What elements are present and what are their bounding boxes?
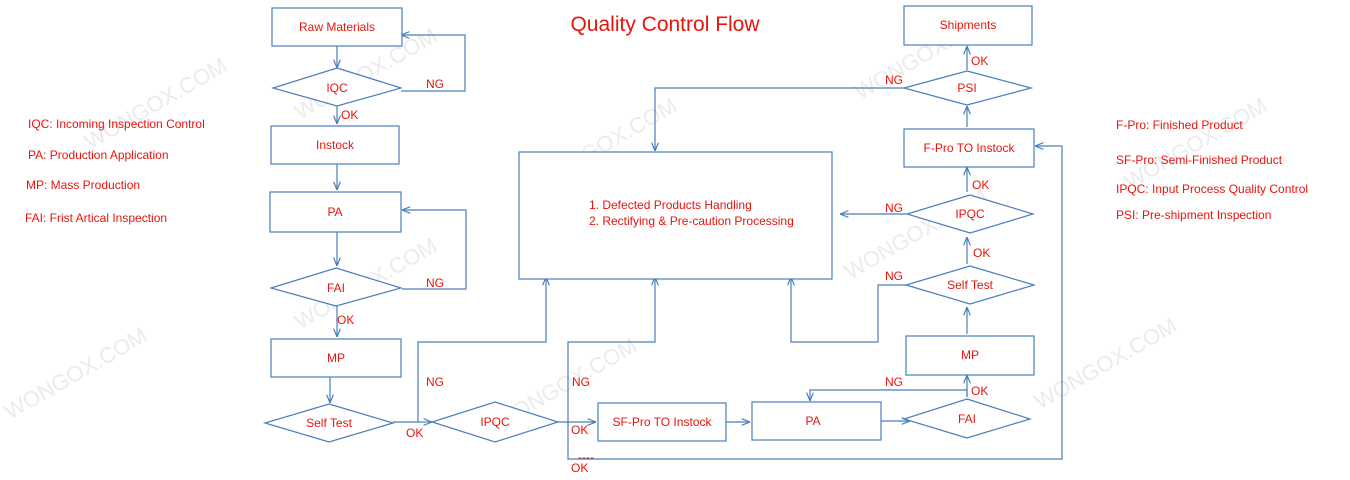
legend-item: MP: Mass Production bbox=[26, 178, 140, 192]
node-sf-pro-instock: SF-Pro TO Instock bbox=[597, 402, 727, 442]
edge-selftest-right-ng bbox=[791, 277, 907, 343]
edge-label-ok: OK bbox=[972, 178, 989, 192]
legend-right: F-Pro: Finished Product SF-Pro: Semi-Fin… bbox=[1116, 118, 1308, 222]
node-self-test-left: Self Test bbox=[262, 403, 396, 443]
node-label: IPQC bbox=[955, 207, 985, 221]
node-raw-materials: Raw Materials bbox=[271, 7, 403, 47]
legend-item: PSI: Pre-shipment Inspection bbox=[1116, 208, 1271, 222]
node-ipqc-bottom: IPQC bbox=[430, 401, 560, 443]
legend-item: SF-Pro: Semi-Finished Product bbox=[1116, 153, 1283, 167]
legend-item: PA: Production Application bbox=[28, 148, 169, 162]
edge-label-dots: ---- bbox=[578, 450, 594, 464]
node-shipments: Shipments bbox=[903, 5, 1033, 46]
node-label: SF-Pro TO Instock bbox=[613, 415, 713, 429]
edge-label-ng: NG bbox=[426, 77, 444, 91]
edge-label-ok: OK bbox=[337, 313, 354, 327]
edge-label-ng: NG bbox=[426, 276, 444, 290]
edge-label-ok: OK bbox=[406, 426, 423, 440]
node-label: Self Test bbox=[947, 278, 993, 292]
node-mp-right: MP bbox=[905, 335, 1035, 376]
node-pa-left: PA bbox=[269, 191, 402, 233]
node-f-pro-instock: F-Pro TO Instock bbox=[903, 128, 1035, 168]
node-label: IPQC bbox=[480, 415, 510, 429]
edge-label-ok: OK bbox=[971, 384, 988, 398]
edge-label-ok: OK bbox=[971, 54, 988, 68]
node-label: PA bbox=[805, 414, 820, 428]
node-label: FAI bbox=[958, 412, 976, 426]
node-iqc: IQC bbox=[270, 67, 404, 107]
node-label: MP bbox=[961, 348, 979, 362]
edge-label-ng: NG bbox=[885, 201, 903, 215]
legend-item: F-Pro: Finished Product bbox=[1116, 118, 1243, 132]
node-label: FAI bbox=[327, 281, 345, 295]
node-pa-bottom: PA bbox=[751, 401, 882, 441]
watermark: WONGOX.COM bbox=[1030, 313, 1181, 415]
edge-label-ng: NG bbox=[885, 375, 903, 389]
edge-label-ok: OK bbox=[571, 461, 588, 475]
edge-label-ok: OK bbox=[973, 246, 990, 260]
edge-iqc-ng-loop bbox=[401, 35, 466, 92]
node-label: Self Test bbox=[306, 416, 352, 430]
handling-line-1: 1. Defected Products Handling bbox=[589, 198, 752, 212]
edge-ipqc-ng bbox=[567, 277, 655, 435]
node-instock: Instock bbox=[270, 125, 400, 165]
edge-labels: NG OK NG OK NG OK NG OK ---- OK NG OK NG… bbox=[337, 54, 990, 475]
edge-label-ng: NG bbox=[885, 269, 903, 283]
edge-label-ng: NG bbox=[572, 375, 590, 389]
edge-selftest-ng bbox=[417, 277, 546, 422]
watermark: WONGOX.COM bbox=[80, 53, 231, 155]
handling-line-2: 2. Rectifying & Pre-caution Processing bbox=[589, 214, 794, 228]
diagram-title: Quality Control Flow bbox=[570, 13, 760, 36]
watermark: WONGOX.COM bbox=[1120, 93, 1271, 195]
node-label: IQC bbox=[326, 81, 348, 95]
edge-label-ng: NG bbox=[426, 375, 444, 389]
edge-label-ng: NG bbox=[885, 73, 903, 87]
legend-item: IPQC: Input Process Quality Control bbox=[1116, 182, 1308, 196]
edges bbox=[330, 35, 1063, 460]
node-fai-left: FAI bbox=[268, 267, 404, 307]
legend-item: IQC: Incoming Inspection Control bbox=[28, 117, 205, 131]
node-label: PA bbox=[327, 205, 342, 219]
watermark: WONGOX.COM bbox=[0, 323, 151, 425]
node-self-test-right: Self Test bbox=[903, 265, 1037, 305]
edge-psi-ng bbox=[655, 87, 904, 151]
legend-left: IQC: Incoming Inspection Control PA: Pro… bbox=[25, 117, 205, 225]
edge-fai-right-ng bbox=[810, 389, 968, 401]
node-label: Instock bbox=[316, 138, 355, 152]
edge-bottom-return bbox=[567, 146, 1063, 460]
node-label: F-Pro TO Instock bbox=[924, 141, 1016, 155]
node-label: Shipments bbox=[940, 18, 997, 32]
legend-item: FAI: Frist Artical Inspection bbox=[25, 211, 167, 225]
node-defect-handling: 1. Defected Products Handling 2. Rectify… bbox=[518, 151, 833, 280]
node-psi: PSI bbox=[901, 70, 1034, 106]
edge-label-ok: OK bbox=[571, 423, 588, 437]
node-label: Raw Materials bbox=[299, 20, 375, 34]
edge-fai-ng-loop bbox=[402, 210, 467, 290]
node-fai-right: FAI bbox=[901, 398, 1033, 439]
node-label: MP bbox=[327, 351, 345, 365]
node-label: PSI bbox=[957, 81, 976, 95]
edge-label-ok: OK bbox=[341, 108, 358, 122]
node-ipqc-right: IPQC bbox=[904, 194, 1036, 234]
node-mp-left: MP bbox=[270, 338, 402, 378]
